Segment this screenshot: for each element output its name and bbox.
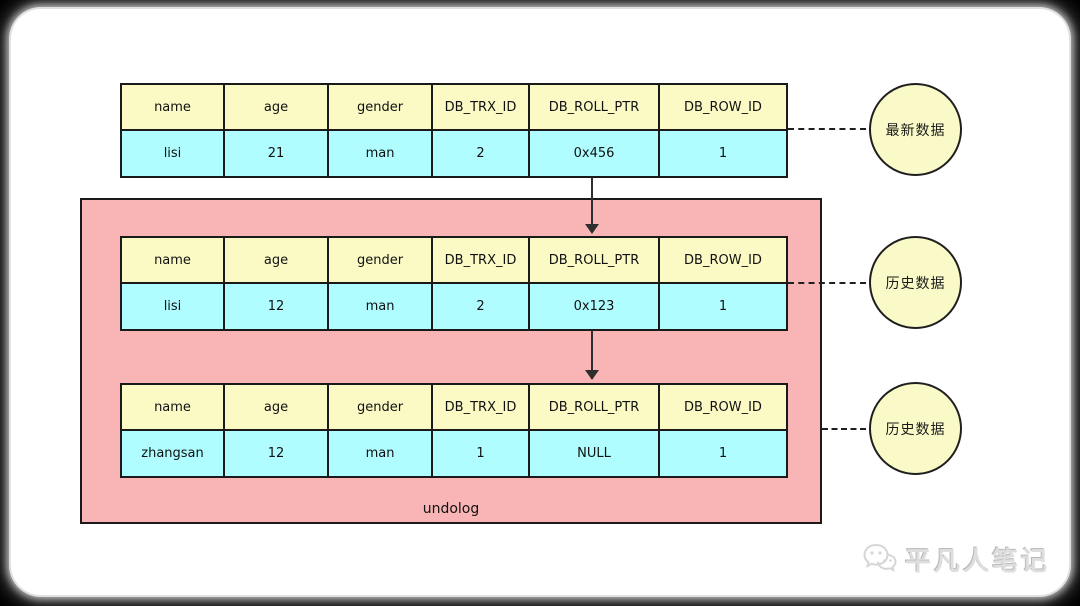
column-header: DB_TRX_ID [431, 383, 530, 431]
table-value-row: zhangsan 12 man 1 NULL 1 [120, 429, 788, 478]
table-header-row: name age gender DB_TRX_ID DB_ROLL_PTR DB… [120, 83, 788, 131]
cell-value: man [327, 129, 433, 178]
column-header: DB_ROLL_PTR [528, 383, 660, 431]
table-value-row: lisi 12 man 2 0x123 1 [120, 282, 788, 331]
column-header: gender [327, 83, 433, 131]
cell-value: 2 [431, 129, 530, 178]
annotation-circle-history-2: 历史数据 [869, 382, 962, 475]
table-value-row: lisi 21 man 2 0x456 1 [120, 129, 788, 178]
column-header: name [120, 236, 225, 284]
column-header: DB_TRX_ID [431, 236, 530, 284]
cell-value: man [327, 282, 433, 331]
cell-value: 12 [223, 282, 329, 331]
column-header: DB_ROLL_PTR [528, 236, 660, 284]
cell-value: 2 [431, 282, 530, 331]
cell-value: 1 [658, 129, 788, 178]
column-header: DB_ROW_ID [658, 83, 788, 131]
annotation-circle-history-1: 历史数据 [869, 236, 962, 329]
roll-ptr-arrow-line-1 [591, 177, 593, 225]
table-header-row: name age gender DB_TRX_ID DB_ROLL_PTR DB… [120, 383, 788, 431]
cell-value: lisi [120, 282, 225, 331]
column-header: name [120, 383, 225, 431]
arrow-down-icon [585, 224, 599, 234]
column-header: age [223, 236, 329, 284]
cell-value: 12 [223, 429, 329, 478]
cell-value: 1 [658, 282, 788, 331]
column-header: DB_TRX_ID [431, 83, 530, 131]
arrow-down-icon [585, 370, 599, 380]
annotation-connector-latest [788, 128, 866, 130]
cell-value: NULL [528, 429, 660, 478]
table-latest-version: name age gender DB_TRX_ID DB_ROLL_PTR DB… [120, 83, 788, 178]
roll-ptr-arrow-line-2 [591, 330, 593, 371]
column-header: DB_ROW_ID [658, 236, 788, 284]
cell-value: zhangsan [120, 429, 225, 478]
column-header: DB_ROW_ID [658, 383, 788, 431]
column-header: name [120, 83, 225, 131]
cell-value: 21 [223, 129, 329, 178]
cell-value: 0x123 [528, 282, 660, 331]
column-header: age [223, 83, 329, 131]
cell-value: 1 [658, 429, 788, 478]
column-header: DB_ROLL_PTR [528, 83, 660, 131]
column-header: age [223, 383, 329, 431]
cell-value: man [327, 429, 433, 478]
column-header: gender [327, 383, 433, 431]
brand-watermark: 平凡人笔记 [862, 541, 1050, 578]
cell-value: lisi [120, 129, 225, 178]
table-history-version-1: name age gender DB_TRX_ID DB_ROLL_PTR DB… [120, 236, 788, 331]
undolog-label: undolog [422, 501, 480, 517]
wechat-icon [862, 542, 898, 578]
table-history-version-2: name age gender DB_TRX_ID DB_ROLL_PTR DB… [120, 383, 788, 478]
annotation-circle-latest: 最新数据 [869, 83, 962, 176]
brand-name: 平凡人笔记 [905, 547, 1051, 577]
annotation-connector-history-1 [788, 282, 866, 284]
table-header-row: name age gender DB_TRX_ID DB_ROLL_PTR DB… [120, 236, 788, 284]
annotation-connector-history-2 [822, 428, 866, 430]
cell-value: 1 [431, 429, 530, 478]
cell-value: 0x456 [528, 129, 660, 178]
column-header: gender [327, 236, 433, 284]
